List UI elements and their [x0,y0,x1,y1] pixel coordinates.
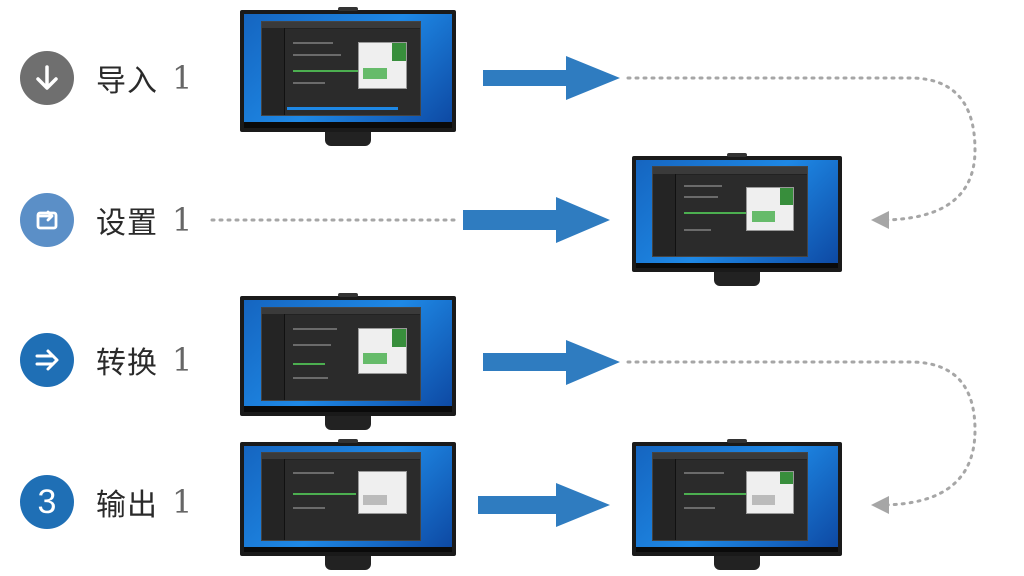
arrow-right-icon [20,333,74,387]
step-number: 1 [172,59,193,97]
step-label: 导入 [96,64,158,99]
monitor-screenshot-output-a [240,439,456,570]
monitor-screenshot-settings [632,153,842,286]
step-label: 设置 [96,206,158,241]
step-import: 导入 1 [20,48,192,108]
step-convert: 转换 1 [20,330,192,390]
step-label: 转换 [96,346,158,381]
step-settings: 设置 1 [20,190,192,250]
monitor-screenshot-convert [240,293,456,430]
flow-arrow [483,56,620,100]
arrow-down-icon [20,51,74,105]
step-number: 1 [172,201,193,239]
step-label: 输出 [96,488,158,523]
step-number: 1 [172,483,193,521]
flow-arrow [463,197,610,243]
icon-number: 3 [37,482,57,521]
monitor-screenshot-import [240,7,456,146]
number-3-icon: 3 [20,475,74,529]
flow-arrow [483,340,620,385]
monitor-screenshot-output-b [632,439,842,570]
step-number: 1 [172,341,193,379]
step-output: 3 输出 1 [20,472,192,532]
settings-icon [20,193,74,247]
flow-arrow [478,483,610,527]
